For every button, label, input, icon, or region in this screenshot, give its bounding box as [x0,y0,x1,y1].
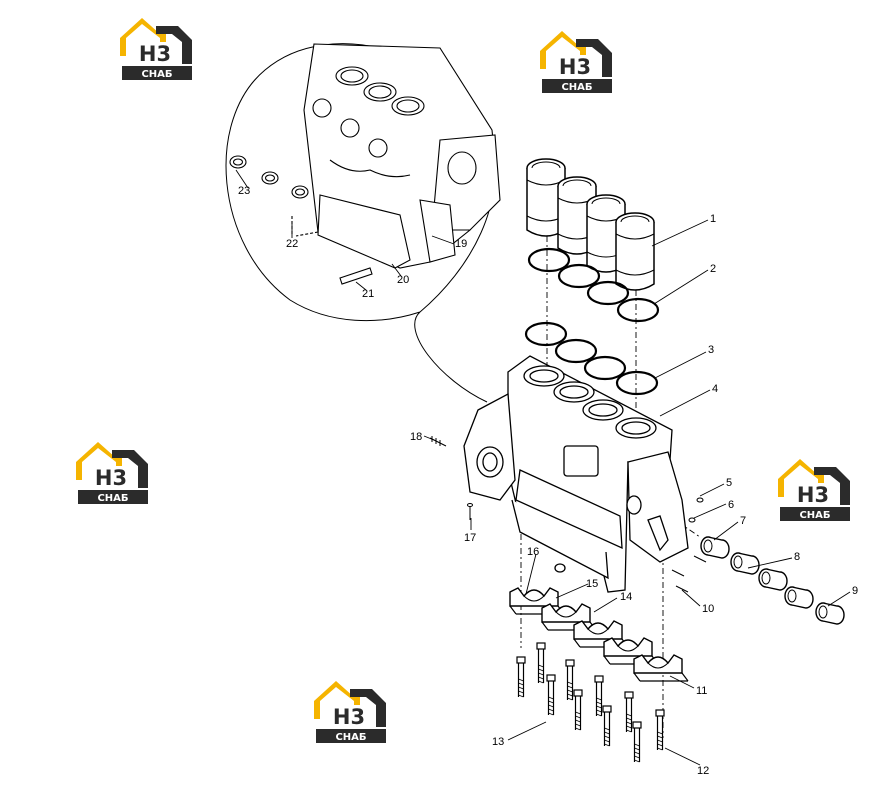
cylinder-block [463,355,689,593]
brand-logo: H3 CHAБ [778,459,850,521]
svg-text:H3: H3 [95,466,127,490]
detail-block-view [229,43,501,285]
brand-logo: H3 CHAБ [120,18,192,80]
part-label-22: 22 [286,238,298,250]
part-label-11: 11 [696,685,707,697]
part-label-5: 5 [726,477,732,489]
svg-text:CHAБ: CHAБ [799,510,830,521]
svg-text:H3: H3 [559,55,591,79]
brand-logo: H3 CHAБ [314,681,386,743]
svg-text:CHAБ: CHAБ [97,493,128,504]
svg-text:CHAБ: CHAБ [335,732,366,743]
part-label-15: 15 [586,578,598,590]
camshaft-bushes [700,536,845,625]
svg-text:CHAБ: CHAБ [561,82,592,93]
brand-logo: H3 CHAБ [540,31,612,93]
brand-logo: H3 CHAБ [76,442,148,504]
part-label-9: 9 [852,585,858,597]
part-label-21: 21 [362,288,374,300]
svg-text:CHAБ: CHAБ [141,69,172,80]
svg-text:H3: H3 [333,705,365,729]
svg-text:H3: H3 [139,42,171,66]
part-label-16: 16 [527,546,539,558]
part-label-20: 20 [397,274,409,286]
part-label-3: 3 [708,344,714,356]
part-label-2: 2 [710,263,716,275]
part-label-17: 17 [464,532,476,544]
main-bearing-caps [509,587,689,682]
part-label-19: 19 [455,238,467,250]
part-label-13: 13 [492,736,504,748]
part-label-6: 6 [728,499,734,511]
part-label-8: 8 [794,551,800,563]
leader-lines [235,169,851,766]
svg-text:H3: H3 [797,483,829,507]
small-fasteners [429,436,707,593]
part-label-12: 12 [697,765,709,777]
part-label-23: 23 [238,185,250,197]
part-labels: 1 2 3 4 5 6 7 8 9 10 11 12 13 14 15 16 1… [238,185,858,777]
part-label-7: 7 [740,515,746,527]
part-label-10: 10 [702,603,714,615]
part-label-14: 14 [620,591,632,603]
part-label-18: 18 [410,431,422,443]
part-label-4: 4 [712,383,718,395]
part-label-1: 1 [710,213,716,225]
